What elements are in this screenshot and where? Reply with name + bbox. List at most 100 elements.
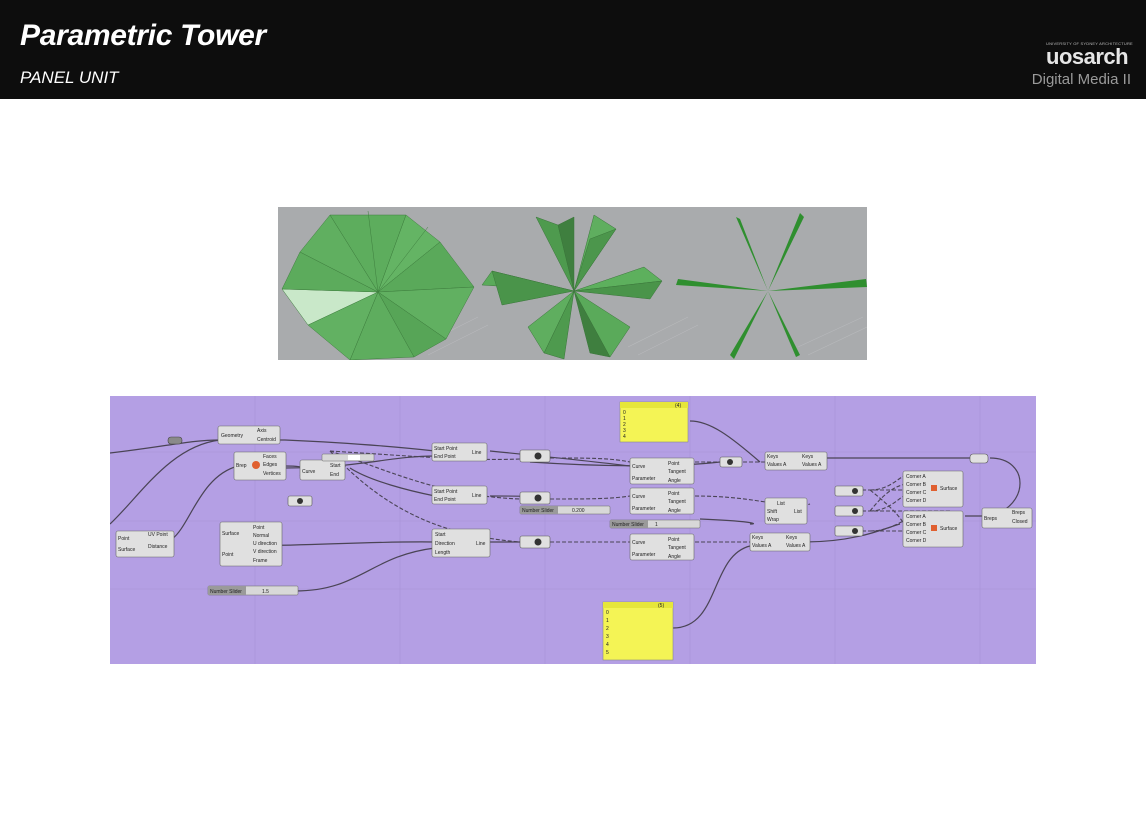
gh-sort-list-1[interactable]: Keys Values A Keys Values A: [764, 451, 828, 471]
ce2-tangent-output: Tangent: [668, 499, 686, 505]
ce2-param-input: Parameter: [632, 506, 656, 512]
eval1-surface-input: Surface: [118, 547, 135, 553]
line1-output: Line: [472, 450, 482, 456]
sdl-direction-input: Direction: [435, 541, 455, 547]
gh-brep-component[interactable]: Brep Faces Edges Vertices: [233, 451, 287, 481]
sdl-length-input: Length: [435, 550, 451, 556]
gh-vector-node-1[interactable]: [519, 449, 551, 463]
line1-end-input: End Point: [434, 454, 456, 460]
page-subtitle: PANEL UNIT: [20, 68, 119, 87]
slider3-label: Number Slider: [612, 522, 644, 528]
gh-negate-node[interactable]: [287, 495, 313, 507]
gh-number-slider-3[interactable]: Number Slider 1: [609, 519, 701, 529]
sdl-start-input: Start: [435, 532, 446, 538]
gh-evaluate-curve-1[interactable]: Curve Parameter Point Tangent Angle: [629, 457, 695, 485]
slider3-value: 1: [655, 522, 658, 528]
gh-vector-node-2[interactable]: [519, 491, 551, 505]
sort1-values-input: Values A: [767, 462, 787, 468]
panel1-row: 2: [623, 422, 626, 428]
line2-output: Line: [472, 493, 482, 499]
gh-line-component-2[interactable]: Start Point End Point Line: [431, 485, 488, 505]
shift-wrap-input: Wrap: [767, 517, 779, 523]
surface-icon: [931, 485, 937, 491]
ce1-param-input: Parameter: [632, 476, 656, 482]
gh-vector-node-3[interactable]: [519, 535, 551, 549]
s2-corner-b: Corner B: [906, 522, 927, 528]
eval2-surface-input: Surface: [222, 531, 239, 537]
geometry-input: Geometry: [221, 433, 243, 439]
centroid-output: Centroid: [257, 437, 276, 443]
line1-start-input: Start Point: [434, 446, 458, 452]
s2-corner-d: Corner D: [906, 538, 927, 544]
course-name: Digital Media II: [1031, 71, 1131, 88]
sort2-values-output: Values A: [786, 543, 806, 549]
sort2-keys-input: Keys: [752, 535, 764, 541]
gh-number-slider-2[interactable]: Number Slider 0.200: [519, 505, 611, 515]
gh-vector-pair-1[interactable]: [834, 485, 864, 497]
uosarch-logo: uosarch: [1046, 44, 1129, 69]
s2-surface-output: Surface: [940, 526, 957, 532]
eval1-point-input: Point: [118, 536, 130, 542]
star-panel: [481, 214, 663, 360]
panel1-row: 0: [623, 410, 626, 416]
render-viewport: [278, 207, 867, 360]
ce2-point-output: Point: [668, 491, 680, 497]
brep-input: Brep: [236, 463, 247, 469]
shift-output: List: [794, 509, 802, 515]
gh-curve-endpoints-component[interactable]: Curve Start End: [299, 459, 346, 481]
gh-sort-list-2[interactable]: Keys Values A Keys Values A: [749, 532, 811, 552]
gh-panel-1[interactable]: (4) 0 1 2 3 4: [619, 401, 689, 443]
page-title: Parametric Tower: [20, 19, 266, 52]
gh-slider-top[interactable]: [321, 453, 375, 462]
gh-geometry-component[interactable]: Geometry Axis Centroid: [217, 425, 281, 445]
eval2-frame-output: Frame: [253, 558, 268, 564]
panel-renders: [281, 210, 867, 360]
shift-shift-input: Shift: [767, 509, 778, 515]
eval2-v-output: V direction: [253, 549, 277, 555]
grasshopper-definition: Geometry Axis Centroid Brep Faces Edges …: [110, 396, 1036, 664]
shift-list-input: List: [777, 501, 785, 507]
eval2-point-output: Point: [253, 525, 265, 531]
gh-line-component-1[interactable]: Start Point End Point Line: [431, 442, 488, 462]
line2-end-input: End Point: [434, 497, 456, 503]
gh-number-node-1[interactable]: [719, 456, 743, 468]
sort1-keys-input: Keys: [767, 454, 779, 460]
panel1-header: (4): [675, 403, 681, 409]
panel2-row: 2: [606, 626, 609, 632]
slider2-value: 0.200: [572, 508, 585, 514]
gh-four-point-surface-1[interactable]: Corner A Corner B Corner C Corner D Surf…: [902, 470, 964, 508]
ce3-param-input: Parameter: [632, 552, 656, 558]
s2-corner-a: Corner A: [906, 514, 926, 520]
ce1-tangent-output: Tangent: [668, 469, 686, 475]
ce1-angle-output: Angle: [668, 478, 681, 484]
panel2-row: 4: [606, 642, 609, 648]
gh-four-point-surface-2[interactable]: Corner A Corner B Corner C Corner D Surf…: [902, 510, 964, 548]
end-output: End: [330, 472, 339, 478]
eval1-distance-output: Distance: [148, 544, 168, 550]
s2-corner-c: Corner C: [906, 530, 927, 536]
gh-panel-2[interactable]: (5) 0 1 2 3 4 5: [602, 601, 674, 661]
gh-vector-pair-3[interactable]: [834, 525, 864, 537]
gh-shift-list[interactable]: List Shift Wrap List: [764, 497, 808, 525]
gh-line-sdl-component[interactable]: Start Direction Length Line: [431, 528, 491, 558]
grasshopper-canvas[interactable]: Geometry Axis Centroid Brep Faces Edges …: [110, 396, 1036, 664]
start-output: Start: [330, 463, 341, 469]
s1-corner-c: Corner C: [906, 490, 927, 496]
panel2-row: 5: [606, 650, 609, 656]
gh-vector-pair-2[interactable]: [834, 505, 864, 517]
gh-brep-join[interactable]: Breps Breps Closed: [981, 507, 1033, 529]
gh-number-slider-4[interactable]: Number Slider 1.5: [207, 585, 299, 596]
ce2-angle-output: Angle: [668, 508, 681, 514]
ce1-point-output: Point: [668, 461, 680, 467]
gh-surface-closest-point[interactable]: Point Surface UV Point Distance: [115, 530, 175, 558]
slider4-value: 1.5: [262, 589, 269, 595]
gh-evaluate-surface[interactable]: Surface Point Point Normal U direction V…: [219, 521, 283, 567]
edges-output: Edges: [263, 462, 278, 468]
ce3-tangent-output: Tangent: [668, 545, 686, 551]
ce3-curve-input: Curve: [632, 540, 646, 546]
curve-input: Curve: [302, 469, 316, 475]
panel2-row: 3: [606, 634, 609, 640]
slider4-label: Number Slider: [210, 589, 242, 595]
gh-evaluate-curve-3[interactable]: Curve Parameter Point Tangent Angle: [629, 533, 695, 561]
gh-evaluate-curve-2[interactable]: Curve Parameter Point Tangent Angle: [629, 487, 695, 515]
